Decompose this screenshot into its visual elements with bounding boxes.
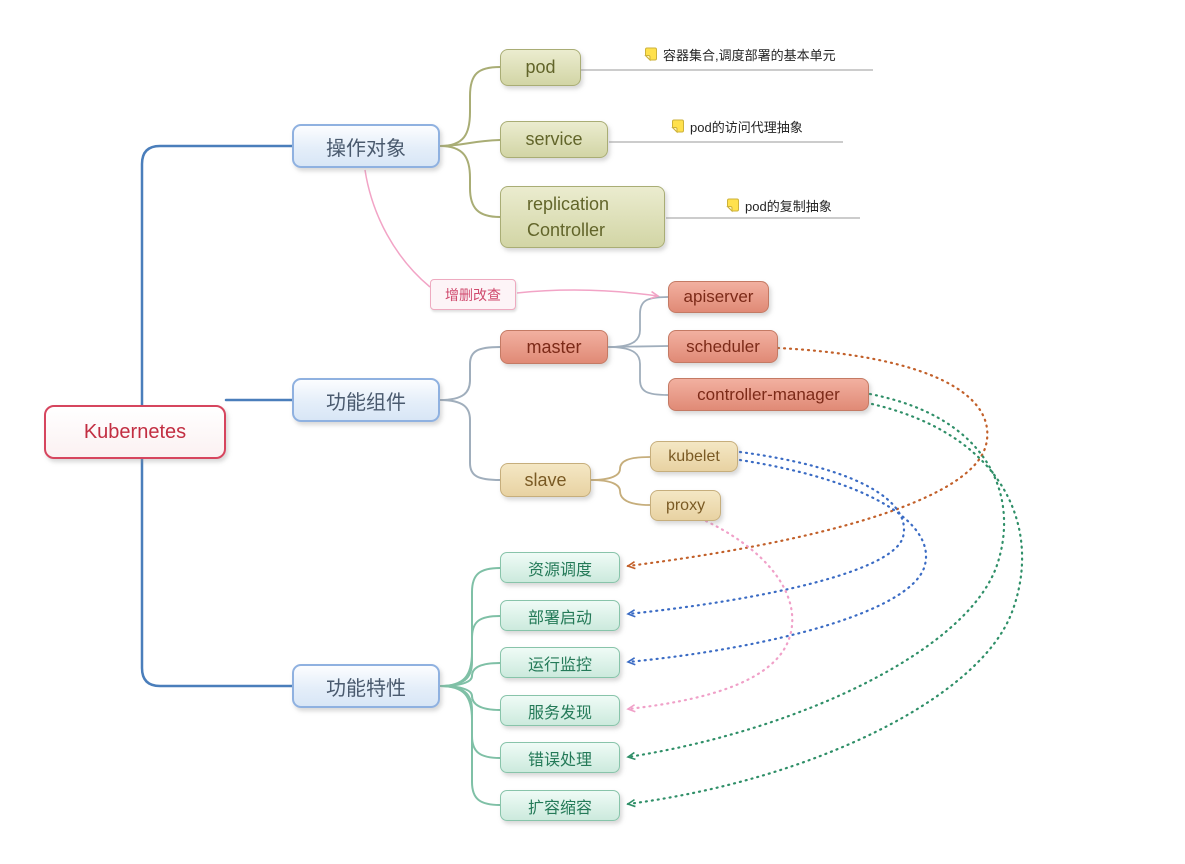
note-text: pod的复制抽象 — [745, 199, 832, 214]
node-label: proxy — [665, 496, 706, 514]
feature-scaling[interactable]: 扩容缩容 — [500, 790, 620, 821]
node-label: service — [525, 129, 583, 149]
node-label: 服务发现 — [527, 704, 592, 722]
node-apiserver[interactable]: apiserver — [668, 281, 769, 313]
note-pod: 容器集合,调度部署的基本单元 — [644, 45, 836, 64]
note-icon[interactable] — [644, 47, 658, 62]
feature-error-handling[interactable]: 错误处理 — [500, 742, 620, 773]
feature-resource-scheduling[interactable]: 资源调度 — [500, 552, 620, 583]
note-replication-controller: pod的复制抽象 — [726, 196, 832, 215]
node-label: apiserver — [683, 287, 754, 306]
root-label: Kubernetes — [83, 420, 187, 443]
node-scheduler[interactable]: scheduler — [668, 330, 778, 363]
note-service: pod的访问代理抽象 — [671, 117, 803, 136]
node-label: 错误处理 — [527, 751, 592, 769]
feature-service-discovery[interactable]: 服务发现 — [500, 695, 620, 726]
node-label: slave — [524, 469, 567, 490]
root-node-kubernetes[interactable]: Kubernetes — [44, 405, 226, 459]
node-label: replication Controller — [527, 193, 610, 240]
note-lines — [581, 69, 873, 219]
node-label: pod — [525, 57, 556, 77]
node-label: 部署启动 — [527, 609, 592, 627]
node-master[interactable]: master — [500, 330, 608, 364]
branch-label: 功能特性 — [326, 677, 406, 700]
node-service[interactable]: service — [500, 121, 608, 158]
feature-runtime-monitoring[interactable]: 运行监控 — [500, 647, 620, 678]
branch-function-components[interactable]: 功能组件 — [292, 378, 440, 422]
note-icon[interactable] — [671, 119, 685, 134]
node-label: 资源调度 — [527, 561, 592, 579]
note-text: pod的访问代理抽象 — [690, 120, 803, 135]
note-text: 容器集合,调度部署的基本单元 — [663, 48, 836, 63]
branch-function-features[interactable]: 功能特性 — [292, 664, 440, 708]
tree-connectors — [140, 66, 669, 806]
node-label: controller-manager — [697, 384, 840, 404]
branch-label: 操作对象 — [326, 137, 406, 160]
node-label: 扩容缩容 — [527, 799, 592, 817]
node-slave[interactable]: slave — [500, 463, 591, 497]
relationship-label-text: 增删改查 — [445, 286, 501, 303]
note-icon[interactable] — [726, 198, 740, 213]
node-label: scheduler — [686, 336, 760, 356]
node-proxy[interactable]: proxy — [650, 490, 721, 521]
node-label: 运行监控 — [527, 656, 592, 674]
feature-deploy-start[interactable]: 部署启动 — [500, 600, 620, 631]
node-pod[interactable]: pod — [500, 49, 581, 86]
node-kubelet[interactable]: kubelet — [650, 441, 738, 472]
node-label: kubelet — [668, 447, 720, 465]
node-replication-controller[interactable]: replication Controller — [500, 186, 665, 248]
branch-operation-objects[interactable]: 操作对象 — [292, 124, 440, 168]
node-label: master — [526, 336, 582, 357]
relationship-curves — [364, 169, 1024, 808]
branch-label: 功能组件 — [326, 391, 406, 414]
node-controller-manager[interactable]: controller-manager — [668, 378, 869, 411]
relationship-label-crud[interactable]: 增删改查 — [430, 279, 516, 310]
